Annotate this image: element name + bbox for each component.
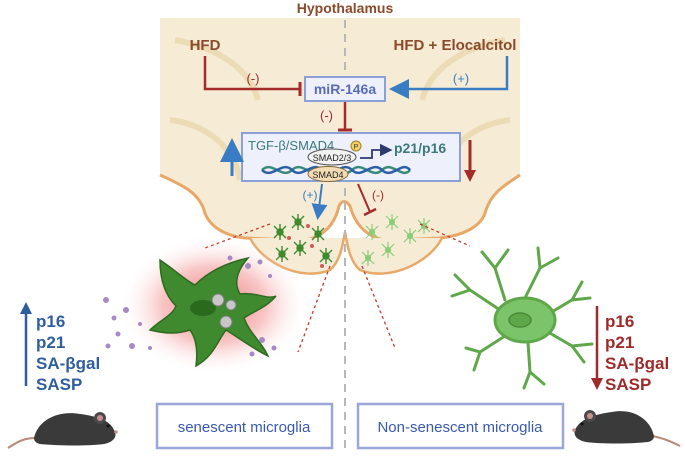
pathway-label: TGF-β/SMAD4 [248,138,334,153]
sasp-dots [103,255,277,357]
senescent-label-box [155,402,334,450]
right-marker-p16: p16 [605,312,634,331]
target-genes-label: p21/p16 [394,140,446,156]
pathway-inhibit-arrow [357,183,377,217]
smad4-protein [307,166,349,182]
hfd-label: HFD [190,37,221,54]
transcription-arrow [360,143,393,159]
pathway-activate-label: (+) [303,188,318,202]
smad23-label: SMAD2/3 [313,153,352,163]
phosphate-label: P [354,144,359,151]
right-marker-sa-bgal: SA-βgal [605,354,669,373]
lipofuscin-granule [211,293,225,307]
smad23-protein [307,148,357,166]
healthy-microglia-cell [450,246,594,390]
pathway-activate-arrow [311,183,328,220]
zoom-lines-right [361,223,471,349]
non-senescent-label-box [356,402,565,450]
mirna-inhibit-arrow [338,102,352,132]
lipofuscin-granule [225,299,237,311]
elocalcitol-effect-label: (+) [453,71,469,86]
hfd-elocalcitol-label: HFD + Elocalcitol [394,37,517,54]
non-senescent-label: Non-senescent microglia [377,419,543,436]
pathway-down-arrow [464,140,476,182]
mouse-icon-right [572,410,681,447]
mouse-icon-left [7,412,118,449]
senescent-microglia-cell [148,256,277,368]
elocalcitol-activate-arrow [389,56,509,99]
left-marker-p21: p21 [36,333,65,352]
title: Hypothalamus [297,0,394,16]
right-down-arrow [591,306,603,390]
healthy-microglia-cluster [361,214,431,266]
pathway-inhibit-label: (-) [372,188,384,202]
hfd-inhibit-arrow [203,56,302,96]
hfd-effect-label: (-) [247,71,260,86]
phosphate-icon [350,140,362,152]
lipofuscin-granule [219,315,233,329]
mirna-label: miR-146a [314,81,376,97]
senescent-microglia-cluster [273,214,333,268]
senescent-label: senescent microglia [178,419,311,436]
right-marker-sasp: SASP [605,375,651,394]
left-marker-p16: p16 [36,312,65,331]
left-marker-sa-bgal: SA-βgal [36,354,100,373]
mirna-effect-label: (-) [320,108,333,123]
smad4-label: SMAD4 [312,170,343,180]
right-marker-p21: p21 [605,333,634,352]
mirna-box [304,76,386,102]
left-up-arrow [20,302,32,386]
left-marker-sasp: SASP [36,375,82,394]
